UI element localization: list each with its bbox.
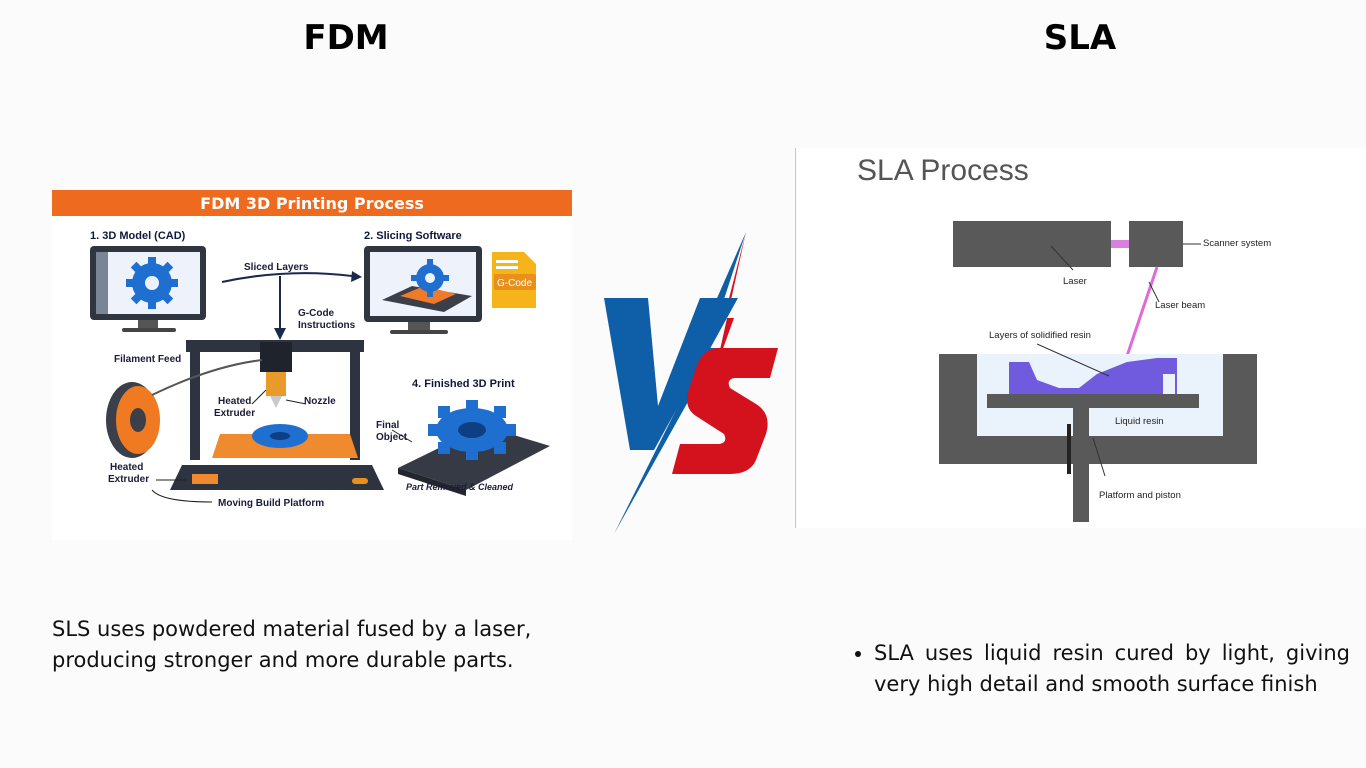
fdm-step-2: 2. Slicing Software	[364, 230, 462, 242]
sla-caption-list: SLA uses liquid resin cured by light, gi…	[848, 638, 1350, 700]
final-object-label-2: Object	[376, 432, 408, 443]
fdm-printer-icon	[170, 340, 384, 490]
layers-label: Layers of solidified resin	[989, 330, 1091, 341]
sla-caption: SLA uses liquid resin cured by light, gi…	[848, 638, 1350, 700]
gear-icon	[411, 259, 449, 297]
sla-process-diagram: SLA Process Scanner system Laser Laser b…	[797, 148, 1366, 528]
gear-icon	[252, 424, 308, 448]
heated-extruder-top-label-1: Heated	[218, 396, 252, 407]
fdm-step-4: 4. Finished 3D Print	[412, 378, 515, 390]
sliced-layers-label: Sliced Layers	[244, 262, 309, 273]
fdm-diagram-banner: FDM 3D Printing Process	[52, 190, 572, 216]
nozzle-label: Nozzle	[304, 396, 336, 407]
fdm-heading: FDM	[303, 18, 389, 58]
laser-label: Laser	[1063, 276, 1087, 287]
piston-icon	[1073, 408, 1089, 522]
sla-illustration	[939, 221, 1257, 522]
sla-caption-item: SLA uses liquid resin cured by light, gi…	[874, 638, 1350, 700]
part-removed-label: Part Removed & Cleaned	[406, 482, 514, 492]
solidified-resin-layers	[1009, 358, 1177, 394]
platform-piston-label: Platform and piston	[1099, 490, 1181, 501]
gcode-badge-label: G-Code	[497, 278, 533, 289]
sla-heading: SLA	[1043, 18, 1117, 58]
heated-extruder-top-label-2: Extruder	[214, 408, 256, 419]
scanner-system-icon	[1129, 221, 1183, 267]
filament-feed-label: Filament Feed	[114, 354, 182, 365]
gcode-file-icon	[492, 252, 536, 308]
gcode-label-line2: Instructions	[298, 320, 356, 331]
laser-beam-label: Laser beam	[1155, 300, 1206, 311]
laser-unit-icon	[953, 221, 1111, 267]
filament-spool-icon	[106, 359, 263, 458]
liquid-resin-label: Liquid resin	[1115, 416, 1164, 427]
sla-diagram-title: SLA Process	[857, 154, 1029, 187]
fdm-process-diagram: FDM 3D Printing Process	[52, 190, 572, 540]
heated-extruder-bottom-label-1: Heated	[110, 462, 144, 473]
v-letter-icon	[604, 298, 738, 450]
scanner-system-label: Scanner system	[1203, 238, 1272, 249]
gear-icon	[428, 400, 516, 460]
fdm-step-1: 1. 3D Model (CAD)	[90, 230, 186, 242]
moving-platform-label: Moving Build Platform	[218, 498, 325, 509]
fdm-illustration	[90, 246, 550, 503]
s-letter-icon	[672, 348, 778, 474]
panel-divider	[795, 148, 796, 528]
cad-monitor-icon	[90, 246, 206, 332]
vs-graphic	[604, 232, 778, 534]
final-object-label-1: Final	[376, 420, 400, 431]
gcode-label-line1: G-Code	[298, 308, 335, 319]
heated-extruder-bottom-label-2: Extruder	[108, 474, 150, 485]
laser-beam-line	[1123, 266, 1159, 363]
gear-icon	[126, 257, 178, 309]
fdm-caption: SLS uses powdered material fused by a la…	[52, 617, 532, 672]
build-platform-icon	[987, 394, 1199, 408]
